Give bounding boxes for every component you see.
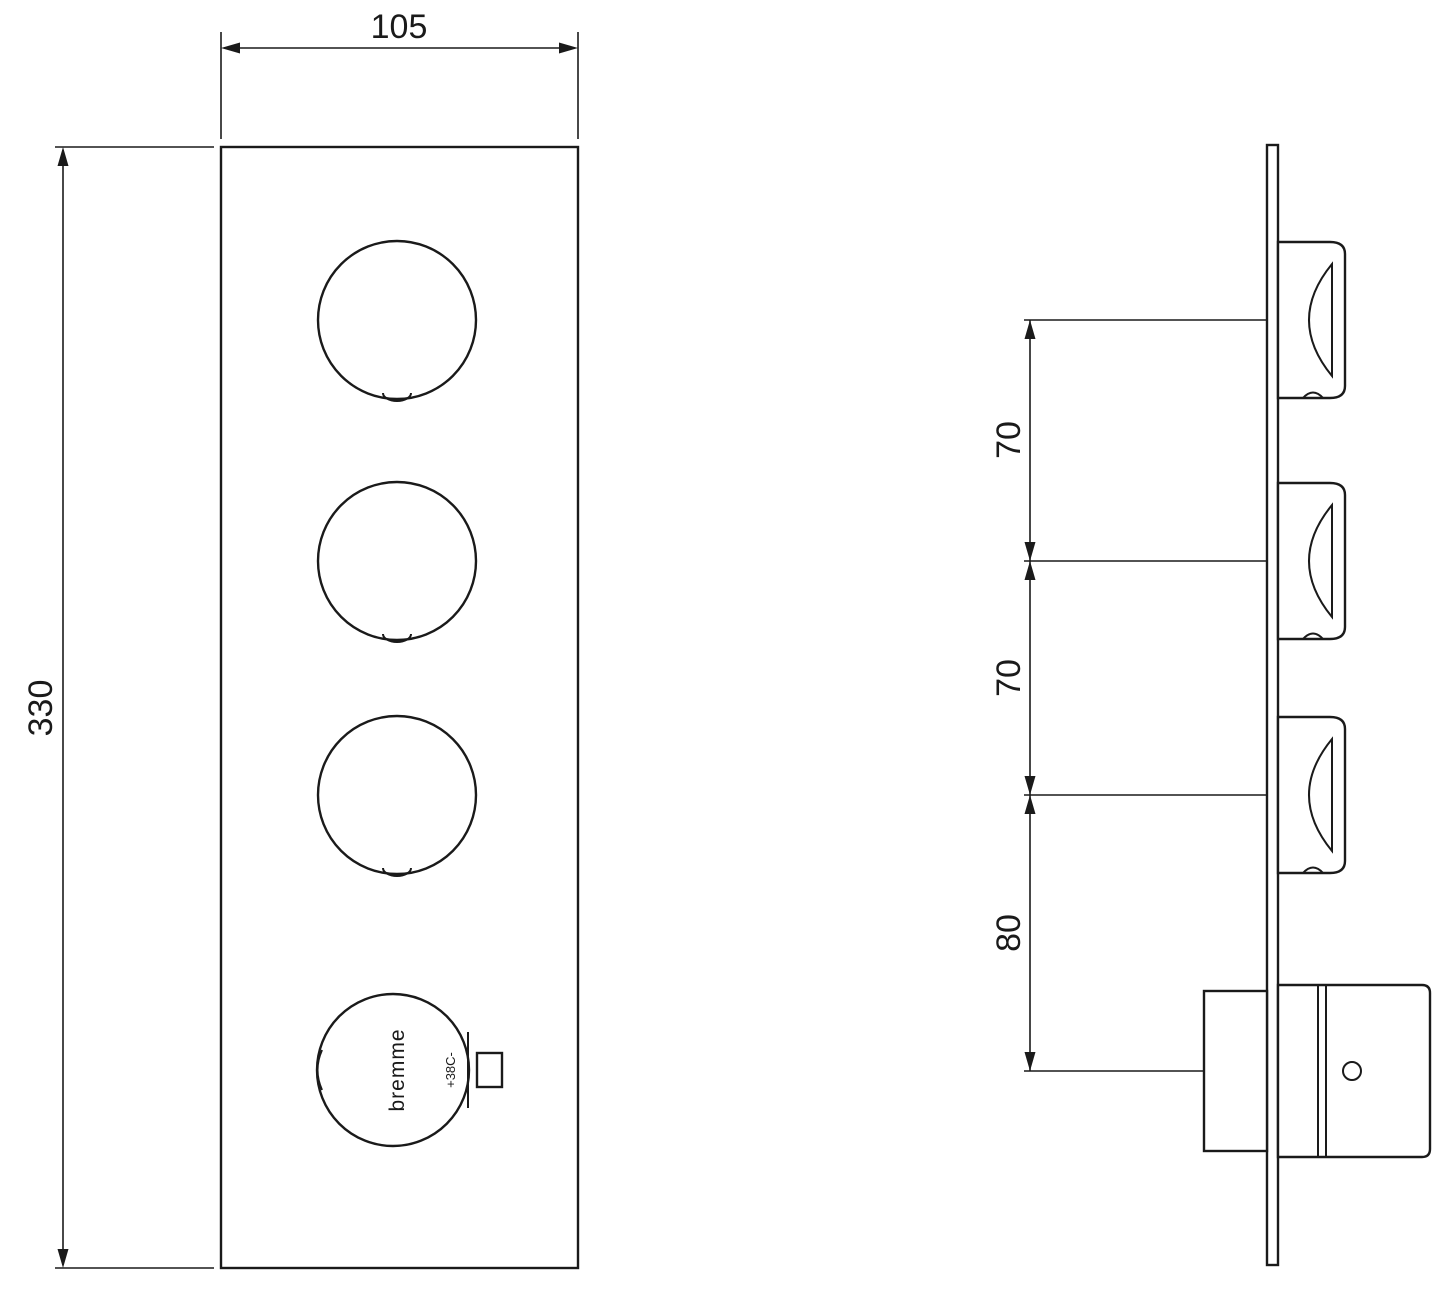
dimension-height-330: 330 xyxy=(22,146,214,1269)
arrowhead-seg1-top xyxy=(1024,320,1036,339)
arrowhead-seg1-bottom xyxy=(1024,542,1036,561)
side-view xyxy=(1202,143,1432,1267)
front-knob-2 xyxy=(316,480,478,642)
arrowhead-bottom xyxy=(57,1249,69,1268)
side-knob-1 xyxy=(1276,240,1347,400)
arrowhead-seg3-top xyxy=(1024,795,1036,814)
front-knob-1 xyxy=(316,239,478,401)
dim-label-330: 330 xyxy=(22,680,60,737)
dimension-chain-side: 70 70 80 xyxy=(990,319,1267,1072)
temperature-label: +38C- xyxy=(443,1052,458,1088)
arrowhead-left xyxy=(221,42,240,54)
arrowhead-top xyxy=(57,147,69,166)
side-valve-body xyxy=(1202,989,1269,1153)
arrowhead-seg2-top xyxy=(1024,561,1036,580)
side-plate xyxy=(1265,143,1280,1267)
side-thermostat-detail-circle xyxy=(1342,1061,1362,1081)
front-knob-2-notch xyxy=(382,633,412,643)
thermostat-left-notch xyxy=(316,1049,323,1091)
front-knob-3-notch xyxy=(382,867,412,877)
dim-label-105: 105 xyxy=(371,8,428,46)
dimension-width-105: 105 xyxy=(220,8,579,139)
side-knob-2 xyxy=(1276,481,1347,641)
front-knob-3 xyxy=(316,714,478,876)
front-knob-1-notch xyxy=(382,392,412,402)
front-view: bremme +38C- xyxy=(219,145,580,1270)
arrowhead-seg3-bottom xyxy=(1024,1052,1036,1071)
side-thermostat-knob xyxy=(1276,983,1432,1159)
arrowhead-right xyxy=(559,42,578,54)
thermostat-tab xyxy=(475,1051,504,1089)
dim-label-70-top: 70 xyxy=(990,421,1028,459)
dim-label-70-middle: 70 xyxy=(990,659,1028,697)
brand-label: bremme xyxy=(386,1028,409,1111)
dim-label-80-bottom: 80 xyxy=(990,914,1028,952)
side-knob-3 xyxy=(1276,715,1347,875)
arrowhead-seg2-bottom xyxy=(1024,776,1036,795)
